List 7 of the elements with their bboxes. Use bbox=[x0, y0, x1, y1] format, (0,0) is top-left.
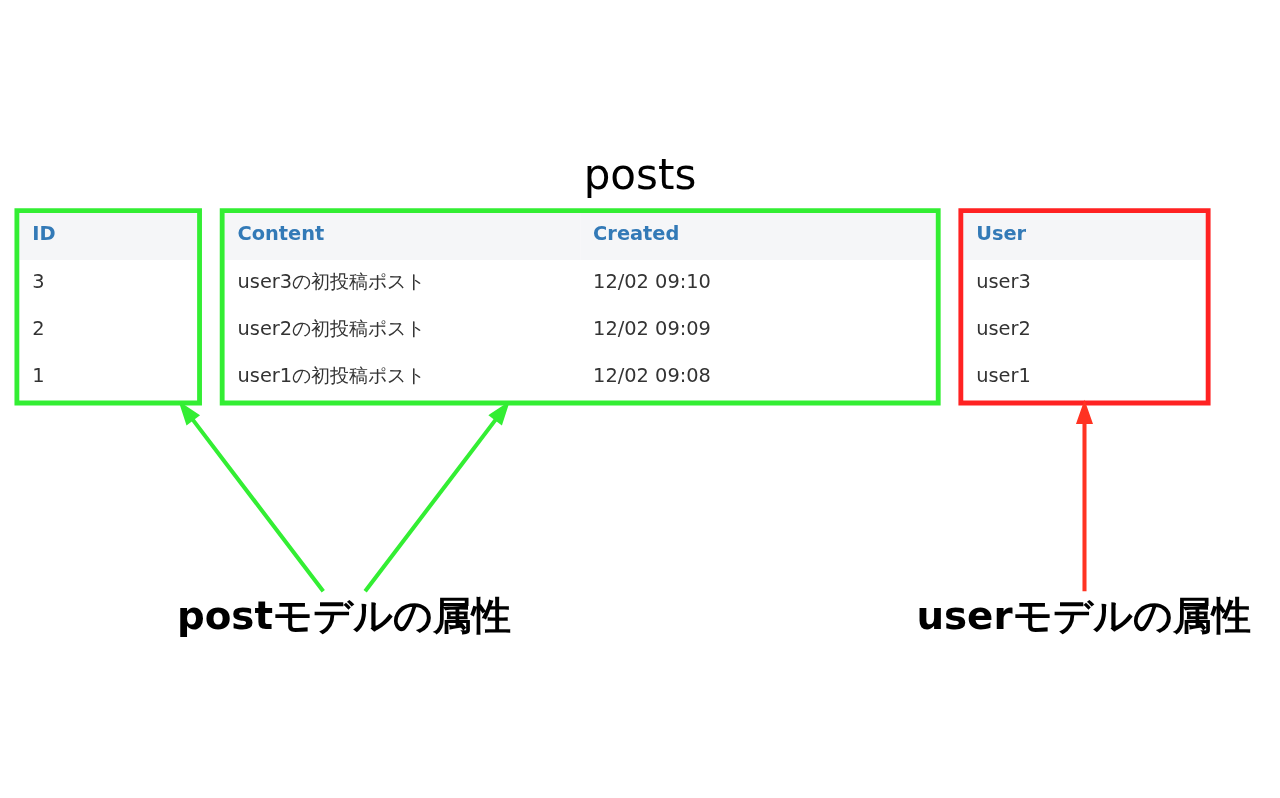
node-text: userモデルの属性 bbox=[916, 592, 1251, 638]
diagram-title: posts bbox=[583, 149, 697, 199]
node-text: postモデルの属性 bbox=[176, 592, 511, 638]
node-box: User user3 user2 user1 bbox=[958, 208, 1211, 406]
node-box: Content Created user3の初投稿ポスト 12/02 09:10 user2の初投稿ポスト 12/02 09:09 user1の初投稿ポスト 12/02 09:08 bbox=[219, 208, 941, 406]
node-box: ID 3 2 1 bbox=[14, 208, 202, 406]
arrow bbox=[1076, 399, 1093, 592]
